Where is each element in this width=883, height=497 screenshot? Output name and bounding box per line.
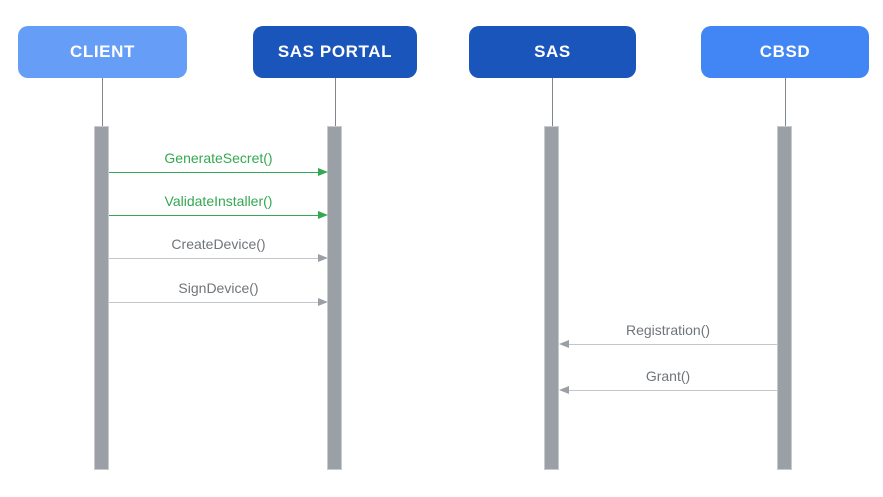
- arrowhead-left-icon: [559, 340, 569, 348]
- message-registration: Registration(): [559, 321, 777, 348]
- actor-box-client: CLIENT: [18, 26, 187, 78]
- activation-bar-sas-portal: [327, 126, 342, 470]
- message-line: [109, 258, 324, 259]
- lifeline-sas: [552, 78, 553, 126]
- lifeline-sas-portal: [335, 78, 336, 126]
- activation-bar-client: [94, 126, 109, 470]
- actor-box-sas-portal: SAS PORTAL: [253, 26, 417, 78]
- message-line: [109, 302, 324, 303]
- message-label: SignDevice(): [178, 280, 259, 296]
- message-validate-installer: ValidateInstaller(): [109, 192, 328, 219]
- message-label: Registration(): [625, 322, 711, 338]
- message-line: [563, 390, 777, 391]
- actor-box-cbsd: CBSD: [701, 26, 869, 78]
- arrowhead-right-icon: [318, 298, 328, 306]
- actor-box-sas: SAS: [469, 26, 636, 78]
- actor-label-cbsd: CBSD: [759, 42, 811, 61]
- message-generate-secret: GenerateSecret(): [109, 149, 328, 176]
- arrowhead-left-icon: [559, 386, 569, 394]
- arrowhead-right-icon: [318, 211, 328, 219]
- message-line: [563, 344, 777, 345]
- arrowhead-right-icon: [318, 254, 328, 262]
- message-line: [109, 172, 324, 173]
- message-create-device: CreateDevice(): [109, 235, 328, 262]
- activation-bar-sas: [544, 126, 559, 470]
- actor-label-sas: SAS: [534, 42, 571, 61]
- arrowhead-right-icon: [318, 168, 328, 176]
- activation-bar-cbsd: [777, 126, 792, 470]
- message-label: ValidateInstaller(): [164, 193, 273, 209]
- message-label: Grant(): [645, 368, 691, 384]
- lifeline-cbsd: [785, 78, 786, 126]
- message-label: GenerateSecret(): [164, 150, 273, 166]
- actor-label-sas-portal: SAS PORTAL: [277, 42, 393, 61]
- message-line: [109, 215, 324, 216]
- message-sign-device: SignDevice(): [109, 279, 328, 306]
- lifeline-client: [102, 78, 103, 126]
- message-label: CreateDevice(): [171, 236, 266, 252]
- message-grant: Grant(): [559, 367, 777, 394]
- actor-label-client: CLIENT: [70, 42, 135, 61]
